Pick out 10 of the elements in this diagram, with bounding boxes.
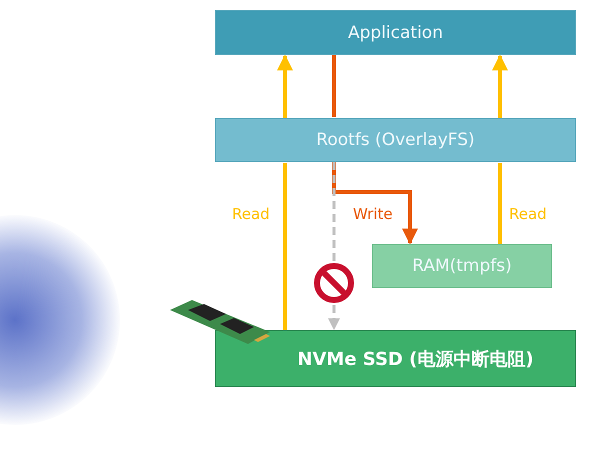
storage-box: NVMe SSD (电源中断电阻) [215, 330, 576, 387]
layer-box: Rootfs (OverlayFS) [215, 118, 576, 162]
edge-label: Write [353, 205, 393, 223]
arrow [277, 54, 293, 118]
arrow [332, 162, 418, 245]
layer-box: Application [215, 10, 576, 55]
edge-label: Read [232, 205, 270, 223]
arrow [492, 54, 508, 118]
memory-box: RAM(tmpfs) [372, 244, 552, 288]
edge-label: Read [509, 205, 547, 223]
